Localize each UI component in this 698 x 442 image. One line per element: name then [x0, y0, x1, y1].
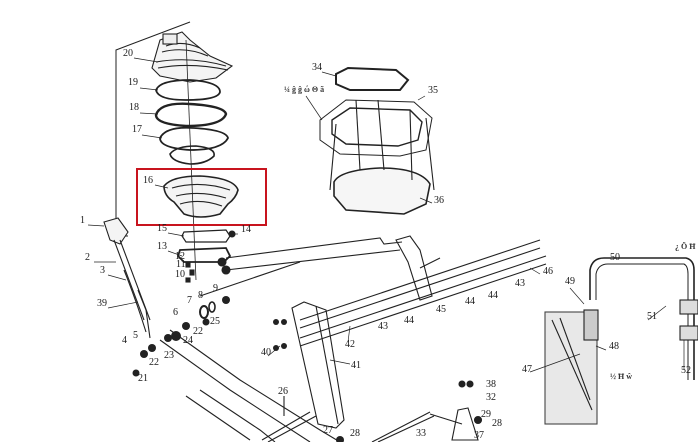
highlight-box-part-16 [136, 168, 267, 226]
callout-label: 42 [345, 339, 355, 350]
callout-label: 52 [681, 365, 691, 376]
callout-label: 16 [143, 175, 153, 186]
callout-label: 47 [522, 364, 532, 375]
callout-label: 5 [133, 330, 138, 341]
callout-label: 39 [97, 298, 107, 309]
callout-label: 35 [428, 85, 438, 96]
callout-label: 48 [609, 341, 619, 352]
callout-label: 44 [404, 315, 414, 326]
callout-label: 37 [474, 430, 484, 441]
callout-label: 44 [465, 296, 475, 307]
callout-label: 25 [210, 316, 220, 327]
callout-label: 44 [488, 290, 498, 301]
garbled-annotation: ¼ ĝ ĝ ώ Θ ã [284, 85, 325, 94]
callout-label: 2 [85, 252, 90, 263]
callout-label: 28 [492, 418, 502, 429]
callout-label: 45 [436, 304, 446, 315]
callout-label: 17 [132, 124, 142, 135]
callout-label: 38 [486, 379, 496, 390]
callout-label: 9 [213, 283, 218, 294]
callout-label: 3 [100, 265, 105, 276]
callout-label: 4 [122, 335, 127, 346]
callout-label: 18 [129, 102, 139, 113]
callout-label: 6 [173, 307, 178, 318]
callout-label: 15 [157, 223, 167, 234]
callout-label: 8 [198, 290, 203, 301]
callout-label: 27 [323, 425, 333, 436]
callout-label: 19 [128, 77, 138, 88]
callout-label: 40 [261, 347, 271, 358]
callout-label: 20 [123, 48, 133, 59]
callout-label: 13 [157, 241, 167, 252]
callout-label: 26 [278, 386, 288, 397]
callout-label: 11 [176, 259, 186, 270]
callout-label: 46 [543, 266, 553, 277]
garbled-annotation: ½ Ħ ŵ [610, 372, 632, 381]
callout-label: 29 [481, 409, 491, 420]
callout-label: 43 [515, 278, 525, 289]
callout-label: 43 [378, 321, 388, 332]
garbled-annotation: ¿ Ö Ħ [675, 242, 696, 251]
callout-label: 33 [416, 428, 426, 439]
callout-label: 41 [351, 360, 361, 371]
callout-label: 22 [193, 326, 203, 337]
callout-label: 24 [183, 335, 193, 346]
callout-label: 7 [187, 295, 192, 306]
callout-label: 51 [647, 311, 657, 322]
callout-label: 12 [175, 251, 185, 262]
callout-label: 22 [149, 357, 159, 368]
callout-label: 28 [350, 428, 360, 439]
callout-label: 10 [175, 269, 185, 280]
callout-label: 23 [164, 350, 174, 361]
callout-label: 36 [434, 195, 444, 206]
callout-label: 14 [241, 224, 251, 235]
callout-label: 21 [138, 373, 148, 384]
callout-label: 1 [80, 215, 85, 226]
callout-label: 49 [565, 276, 575, 287]
callout-label: 50 [610, 252, 620, 263]
callout-label: 32 [486, 392, 496, 403]
callout-label: 34 [312, 62, 322, 73]
